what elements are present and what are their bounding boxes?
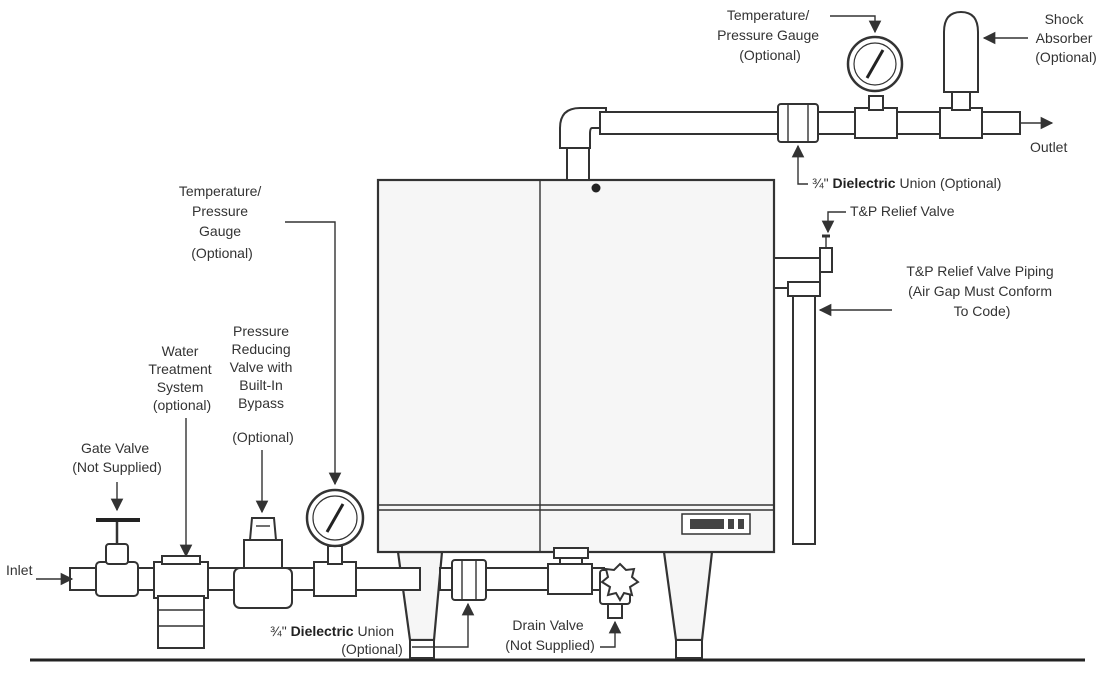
tank-leg-left: [396, 550, 444, 642]
label-pressure-reducing-valve: Pressure Reducing Valve with Built-In By…: [230, 323, 297, 445]
outlet-tee-shock: [939, 10, 983, 139]
label-outlet: Outlet: [1030, 139, 1067, 155]
tp-relief-valve-body: [819, 247, 833, 273]
leader-lines: [110, 15, 1028, 648]
label-tp-relief-valve: T&P Relief Valve: [850, 203, 955, 219]
label-dielectric-union-top: ¾" Dielectric Union (Optional): [812, 175, 1001, 191]
label-temp-gauge-left: Temperature/ Pressure Gauge (Optional): [179, 183, 265, 261]
label-water-treatment: Water Treatment System (optional): [148, 343, 215, 413]
tank-top-port: [591, 183, 601, 193]
inlet-tee-gauge: [305, 488, 365, 597]
tank-leg-right: [662, 550, 714, 642]
drain-valve: [599, 562, 640, 619]
label-shock-absorber: Shock Absorber (Optional): [1035, 11, 1096, 65]
outlet-dielectric-union: [777, 103, 819, 143]
label-drain-valve: Drain Valve (Not Supplied): [505, 617, 595, 653]
water-treatment-unit: [153, 555, 209, 649]
heater-tank: [376, 178, 776, 659]
pressure-reducing-valve: [233, 517, 293, 609]
label-inlet: Inlet: [6, 562, 33, 578]
gate-valve: [95, 518, 140, 597]
outlet-tee-gauge: [846, 35, 904, 139]
inlet-piping: [36, 488, 640, 649]
label-dielectric-union-bottom: ¾" Dielectric Union (Optional): [270, 623, 403, 657]
tp-relief-assembly: [773, 234, 833, 545]
control-panel: [681, 513, 751, 535]
outlet-piping: [559, 10, 1054, 181]
label-temp-gauge-top: Temperature/ Pressure Gauge (Optional): [717, 7, 823, 63]
shock-absorber-body: [943, 10, 979, 93]
label-gate-valve: Gate Valve (Not Supplied): [72, 440, 162, 475]
inlet-dielectric-union: [451, 559, 487, 601]
label-tp-relief-piping: T&P Relief Valve Piping (Air Gap Must Co…: [906, 263, 1057, 319]
